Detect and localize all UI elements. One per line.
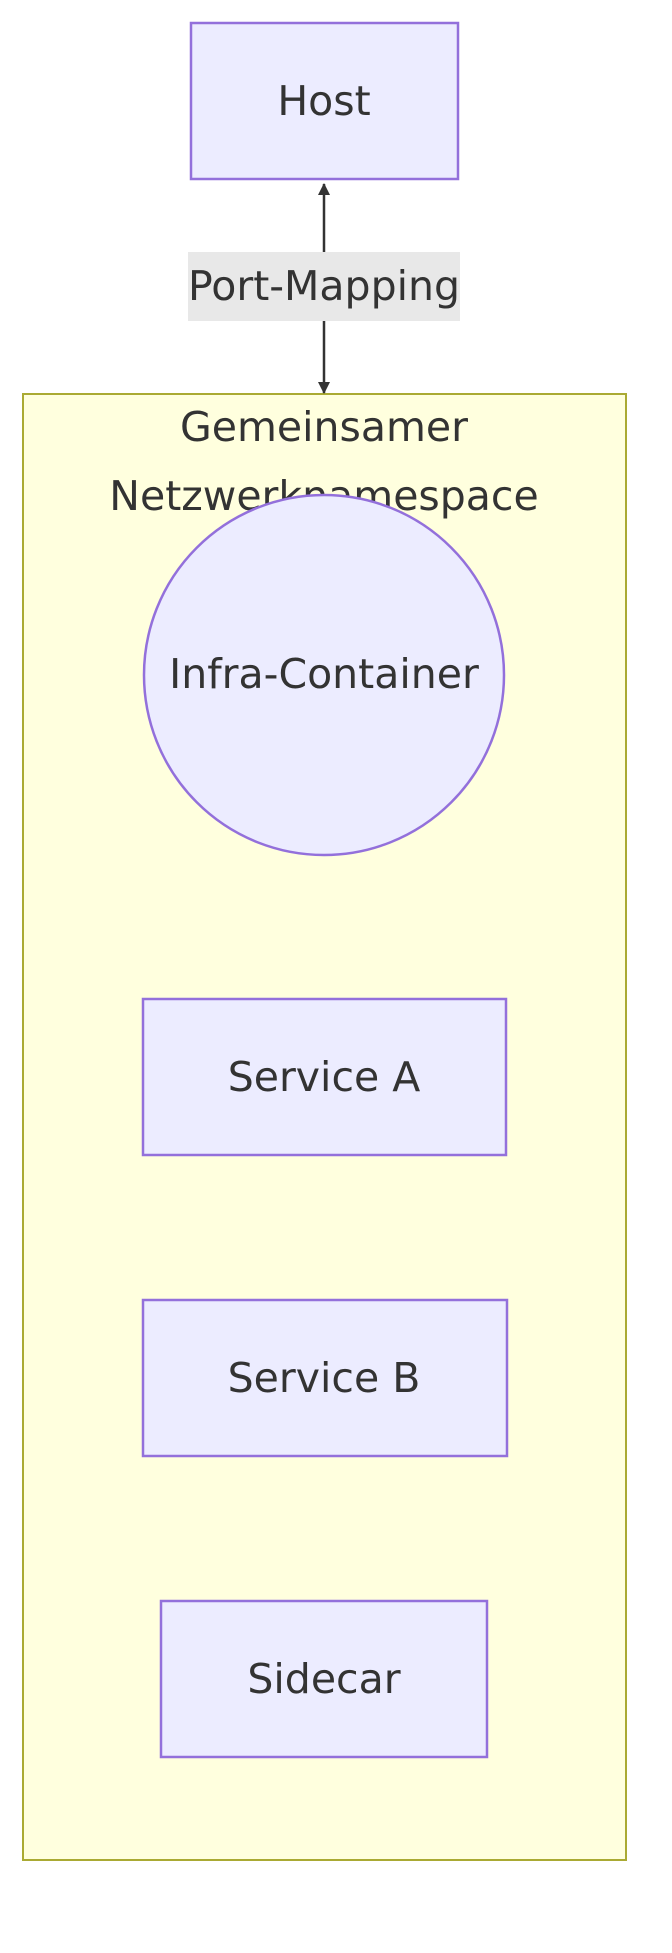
node-host-box — [189, 21, 460, 181]
cluster-label-line1: Gemeinsamer — [180, 403, 468, 451]
node-service-b: Service B — [141, 1298, 509, 1458]
node-service-b-label: Service B — [228, 1354, 421, 1402]
edge-port-mapping: Port-Mapping — [188, 183, 460, 394]
edge-label-background — [188, 252, 460, 321]
node-host-label: Host — [277, 77, 370, 125]
node-service-b-box — [141, 1298, 509, 1458]
node-infra-container: Infra-Container — [142, 493, 506, 857]
node-host: Host — [189, 21, 460, 181]
edge-label-port-mapping: Port-Mapping — [188, 262, 460, 310]
node-service-a-box — [141, 997, 508, 1157]
node-sidecar-box — [159, 1599, 489, 1759]
node-sidecar-label: Sidecar — [247, 1655, 400, 1703]
node-service-a: Service A — [141, 997, 508, 1157]
node-infra-container-circle — [142, 493, 506, 857]
node-service-a-label: Service A — [228, 1053, 421, 1101]
node-infra-container-label: Infra-Container — [169, 650, 479, 698]
node-sidecar: Sidecar — [159, 1599, 489, 1759]
